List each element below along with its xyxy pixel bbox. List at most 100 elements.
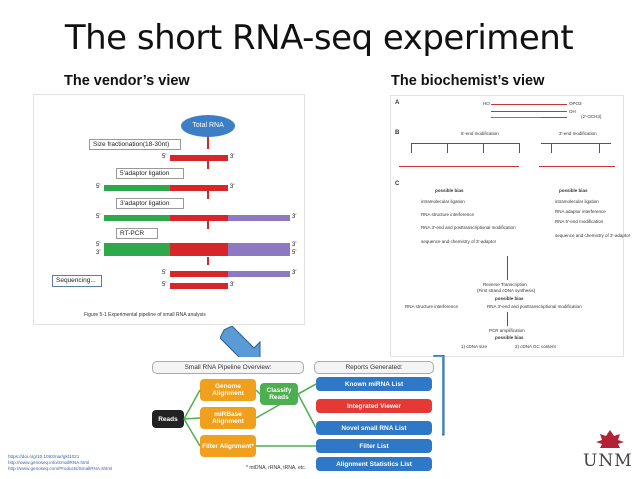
unm-logo-icon [596, 430, 624, 448]
flow-arrow [207, 257, 209, 265]
adaptor-3-duplex [228, 243, 290, 256]
adaptor-5-ligation-step: 5'adaptor ligation [116, 168, 184, 179]
figure-caption: Figure 5-1 Experimental pipeline of smal… [84, 312, 206, 318]
end-3-label: 3' [292, 242, 297, 248]
flow-arrow [207, 137, 209, 149]
rt-pcr-step: RT-PCR [116, 228, 158, 239]
bias-item: intramolecular ligation [555, 199, 599, 204]
small-rna-pipeline-diagram: Small RNA Pipeline Overview: Reports Gen… [146, 357, 442, 477]
panel-b-label: B [395, 130, 400, 136]
end-3-label: 3' [230, 154, 235, 160]
rt-sub-label: (First strand cDNA synthesis) [477, 288, 536, 293]
pipeline-connectors [183, 383, 317, 447]
small-rna-fragment [170, 155, 228, 161]
panel-c-label: C [395, 181, 400, 187]
flow-arrow [207, 161, 209, 169]
filter-list: Filter List [316, 439, 432, 453]
end-5-label: 5' [96, 214, 101, 220]
reads-node: Reads [152, 410, 184, 428]
rna-strand [491, 104, 567, 105]
end-5-label: 5' [96, 242, 101, 248]
vendor-pipeline-figure: Total RNA Size fractionation(18-30nt) 5'… [33, 94, 305, 325]
reference-link[interactable]: https://doi.org/10.1093/nar/gkt1021 [8, 454, 80, 459]
pipeline-footnote: * mtDNA, rRNA, tRNA, etc. [246, 465, 307, 471]
small-rna-fragment [170, 271, 228, 277]
ch3-label: (2'-OCH3) [581, 114, 602, 119]
possible-bias-label: possible bias [495, 296, 524, 301]
total-rna-node: Total RNA [181, 115, 235, 137]
rna-strand [491, 111, 567, 112]
biochemist-view-label: The biochemist’s view [391, 73, 545, 89]
ho-label: HO [483, 101, 490, 106]
bias-item: RNA structure interference [405, 304, 459, 309]
adaptor-5-duplex [104, 243, 170, 256]
branch-line [551, 143, 552, 153]
references-list: https://doi.org/10.1093/nar/gkt1021 http… [8, 454, 112, 472]
branch-line [519, 143, 520, 153]
small-rna-fragment [170, 215, 228, 221]
novel-small-rna-list: Novel small RNA List [316, 421, 432, 435]
branch-line [411, 143, 412, 153]
adaptor-3-ligation-step: 3'adaptor ligation [116, 198, 184, 209]
possible-bias-label: possible bias [559, 188, 588, 193]
rna-strand [491, 117, 541, 118]
unm-logo-text: UNM [583, 451, 633, 471]
filter-alignment-node: Filter Alignment* [200, 435, 256, 457]
adaptor-3-segment [228, 215, 290, 221]
end-3-label: 3' [96, 250, 101, 256]
bias-item: RNA adaptor interference [555, 209, 606, 214]
opo3-label: OPO3 [569, 101, 582, 106]
possible-bias-label: possible bias [495, 335, 524, 340]
rt-label: Reverse Transcription [483, 282, 527, 287]
genome-alignment-node: Genome Alignment [200, 379, 256, 401]
adaptor-5-segment [104, 215, 170, 221]
adaptor-3-segment [228, 271, 290, 277]
integrated-viewer: Integrated Viewer [316, 399, 432, 413]
bias-item: sequence and chemistry of 3'-adaptor [421, 239, 497, 244]
panel-a-label: A [395, 100, 400, 106]
branch-line [483, 143, 484, 153]
mod5-label: 5'-end modification [461, 131, 499, 136]
end-5-label: 5' [162, 154, 167, 160]
small-rna-fragment [170, 185, 228, 191]
bias-item: RNA structure interference [421, 212, 475, 217]
small-rna-fragment [170, 283, 228, 289]
rna-strand [399, 166, 519, 167]
known-mirna-list: Known miRNA List [316, 377, 432, 391]
branch-line [411, 143, 519, 144]
end-5-label: 5' [162, 270, 167, 276]
reference-link[interactable]: http://www.genoseq.com/Products/SmallRNA… [8, 466, 113, 471]
pcr-label: PCR amplification [489, 328, 525, 333]
sequencing-step: Sequencing... [52, 275, 102, 287]
end-3-label: 3' [230, 184, 235, 190]
flow-line [507, 256, 508, 280]
bias-item: RNA 5'-end modification [555, 219, 604, 224]
end-3-label: 3' [230, 282, 235, 288]
pipeline-overview-header: Small RNA Pipeline Overview: [152, 361, 304, 374]
rna-strand [539, 166, 615, 167]
vendor-view-label: The vendor’s view [64, 73, 190, 89]
biochemist-figure: A HO OPO3 OH (2'-OCH3) B 5'-end modifica… [390, 95, 630, 357]
branch-line [541, 143, 611, 144]
end-5-label: 5' [96, 184, 101, 190]
small-rna-duplex [170, 243, 228, 256]
mirbase-alignment-node: miRBase Alignment [200, 407, 256, 429]
bias-item: RNA 3'-end and posttranscriptional modif… [487, 304, 582, 309]
oh-label: OH [569, 109, 576, 114]
possible-bias-label: possible bias [435, 188, 464, 193]
flow-arrow [207, 191, 209, 199]
reference-link[interactable]: http://www.genoseq.info/SmallRNA.html [8, 460, 90, 465]
bias-item: sequence and chemistry of 3'-adaptor [555, 233, 631, 238]
rna-strand [541, 117, 567, 118]
end-5-label: 5' [162, 282, 167, 288]
slide-title: The short RNA-seq experiment [64, 18, 574, 58]
end-5-label: 5' [292, 250, 297, 256]
bias-item: RNA 3'-end and posttranscriptional modif… [421, 225, 516, 230]
flow-arrow [207, 221, 209, 229]
end-3-label: 3' [292, 270, 297, 276]
bias-item: 2) cDNA GC content [515, 344, 556, 349]
bias-item: intramolecular ligation [421, 199, 465, 204]
branch-line [447, 143, 448, 153]
end-3-label: 3' [292, 214, 297, 220]
flow-line [507, 312, 508, 326]
